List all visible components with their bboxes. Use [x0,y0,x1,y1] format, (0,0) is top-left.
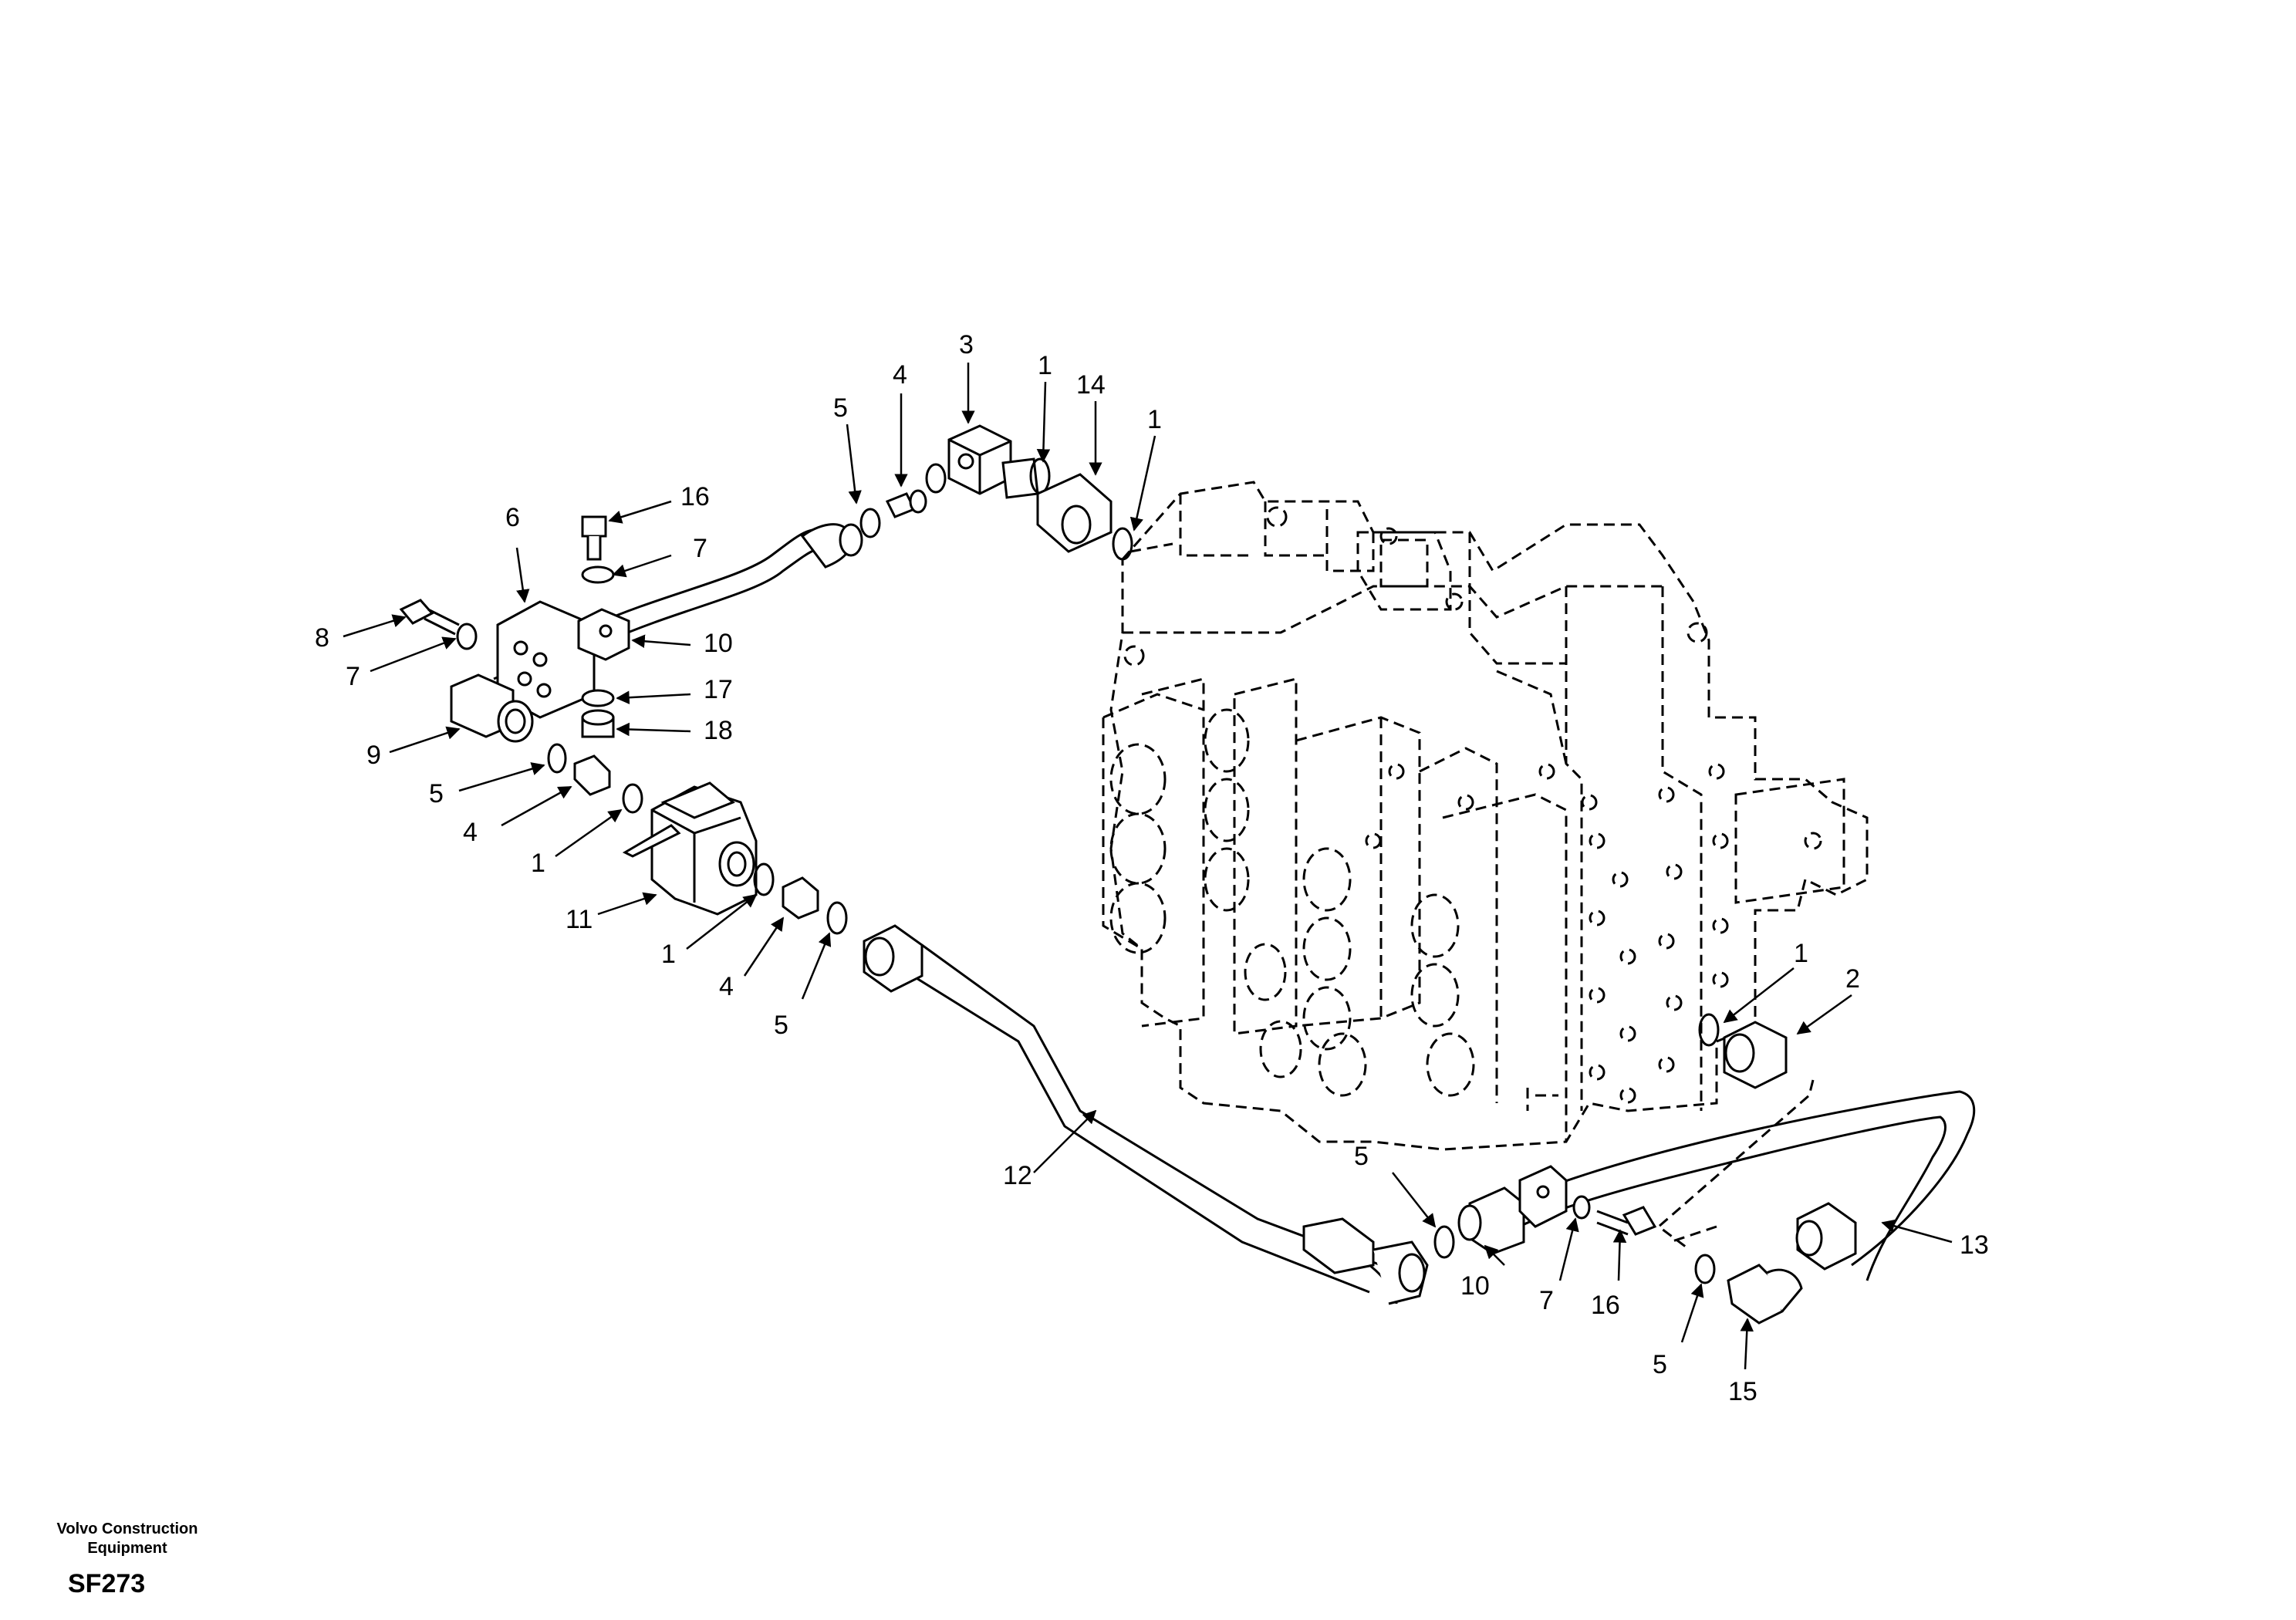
callout-label: 4 [719,972,734,1001]
callout-label: 5 [774,1011,788,1040]
brand-line-2: Equipment [87,1540,167,1557]
callout-label: 5 [833,393,848,423]
callout-label: 9 [366,741,381,770]
callout-label: 17 [704,675,733,704]
callout-label: 5 [1354,1142,1369,1171]
callout-label: 6 [505,503,520,532]
callout-label: 15 [1728,1377,1757,1406]
control-valve-assembly [1102,481,1869,1151]
callout-label: 1 [1147,405,1162,434]
callout-label: 16 [680,482,710,511]
footer-block: Volvo Construction Equipment SF273 [31,1520,224,1599]
leader-lines [343,363,1953,1370]
brand-line-1: Volvo Construction [56,1520,198,1537]
callout-label: 5 [1653,1350,1667,1379]
callout-labels: 3 4 5 1 14 1 16 6 7 8 7 10 17 18 9 5 4 1… [315,330,1989,1406]
callout-label: 13 [1960,1230,1989,1260]
callout-label: 18 [704,716,733,745]
callout-label: 7 [346,662,360,691]
callout-label: 16 [1591,1291,1620,1320]
callout-label: 11 [566,905,593,934]
callout-label: 4 [893,360,907,390]
callout-label: 1 [1038,351,1052,380]
callout-label: 1 [661,940,676,969]
callout-label: 7 [1539,1286,1554,1315]
callout-label: 3 [959,330,974,359]
callout-label: 2 [1845,964,1860,994]
callout-label: 1 [531,849,545,878]
callout-label: 5 [429,779,444,808]
callout-label: 12 [1003,1161,1032,1190]
callout-label: 10 [704,629,733,658]
callout-label: 10 [1460,1271,1490,1301]
callout-label: 4 [463,818,478,847]
figure-code: SF273 [68,1569,146,1598]
callout-label: 7 [693,534,707,563]
callout-label: 1 [1794,939,1808,968]
connection-dashes [1129,542,1815,1251]
components [399,424,1857,1325]
callout-label: 8 [315,623,329,653]
callout-label: 14 [1076,370,1106,400]
